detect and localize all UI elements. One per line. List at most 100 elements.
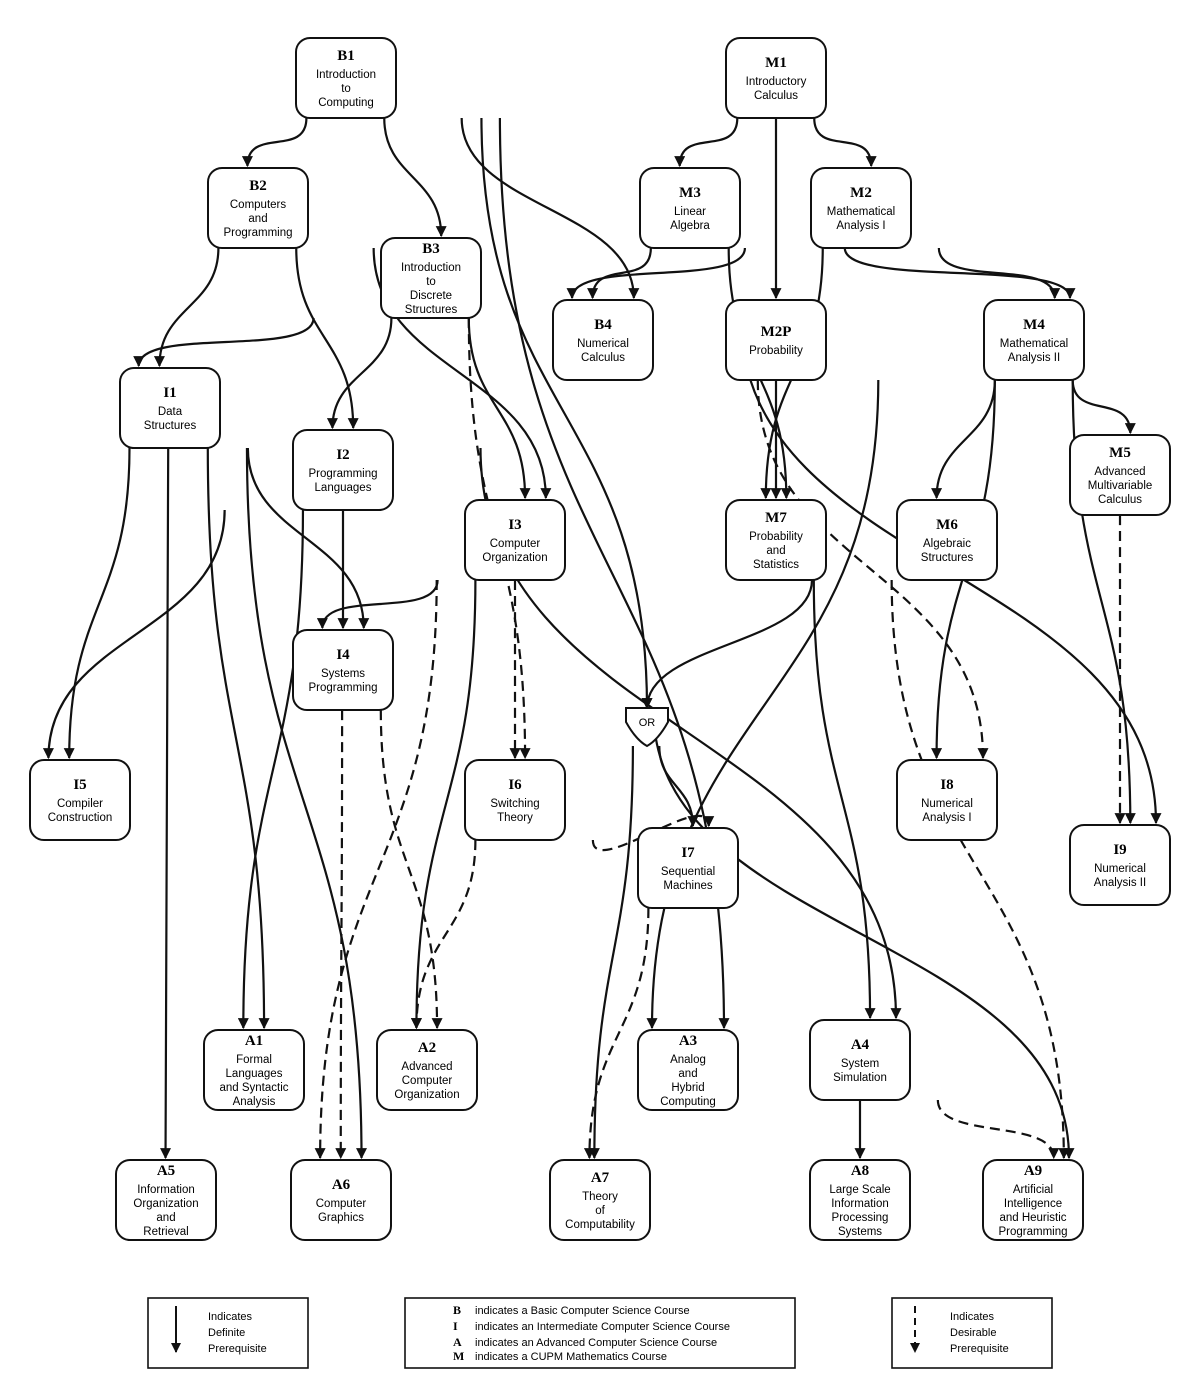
course-title-line: Information (137, 1184, 195, 1196)
course-box-m2p (725, 299, 827, 381)
course-box-i2 (292, 429, 394, 511)
course-title-line: Calculus (1098, 494, 1142, 506)
edge-m3-to-m4 (843, 247, 1076, 300)
edge-m4-to-a3 (646, 379, 880, 1030)
course-title-line: and (766, 545, 785, 557)
course-title-line: Algebra (670, 220, 710, 232)
edge-i6-to-a2 (410, 839, 477, 1030)
course-code-m2: M2 (850, 185, 872, 201)
course-title-line: Programming (223, 227, 292, 239)
course-box-m1 (725, 37, 827, 119)
course-title-line: and Heuristic (999, 1212, 1066, 1224)
course-title-line: Systems (838, 1226, 882, 1238)
course-title-line: Structures (144, 420, 197, 432)
course-title-line: Calculus (754, 90, 798, 102)
course-box-i8 (896, 759, 998, 841)
course-title-line: Analysis II (1094, 877, 1146, 889)
course-title-line: Numerical (1094, 863, 1146, 875)
legend-definite-line-1: Indicates (208, 1311, 253, 1323)
edge-a4-to-a9 (936, 1099, 1060, 1160)
course-title-line: Formal (236, 1054, 272, 1066)
course-box-i1 (119, 367, 221, 449)
edge-m4-to-m5 (1071, 379, 1136, 435)
legend-definite-box (147, 1297, 309, 1369)
course-box-i5 (29, 759, 131, 841)
course-title-line: Computing (660, 1096, 716, 1108)
course-code-i5: I5 (73, 777, 86, 793)
edge-b3-to-i3 (467, 317, 531, 500)
course-title-line: Mathematical (827, 206, 895, 218)
course-code-a8: A8 (851, 1163, 869, 1179)
course-title-line: Theory (497, 812, 533, 824)
edge-or-to-i7 (658, 745, 699, 828)
course-title-line: Statistics (753, 559, 799, 571)
edge-m2-to-b4 (566, 247, 746, 300)
edge-b1-to-b3 (383, 117, 447, 238)
course-title-line: Programming (998, 1226, 1067, 1238)
course-box-i3 (464, 499, 566, 581)
course-code-m1: M1 (765, 55, 787, 71)
course-code-i7: I7 (681, 845, 695, 861)
legend-desirable-box (891, 1297, 1053, 1369)
edge-b2-to-i1 (153, 247, 220, 368)
edge-or-to-a7 (588, 745, 634, 1160)
edge-b3-to-i2 (326, 317, 393, 430)
course-title-line: of (595, 1205, 605, 1217)
or-gate-label: OR (639, 717, 656, 729)
edge-i4-to-a6 (335, 709, 347, 1160)
course-code-a6: A6 (332, 1177, 351, 1193)
course-code-a9: A9 (1024, 1163, 1042, 1179)
course-title-line: Introduction (401, 262, 461, 274)
course-box-m5 (1069, 434, 1171, 516)
nodes-layer: B1IntroductiontoComputingB2ComputersandP… (29, 37, 1171, 1241)
course-title-line: Computers (230, 199, 286, 211)
course-box-b2 (207, 167, 309, 249)
edge-i4-to-a2 (379, 709, 443, 1030)
course-box-a2 (376, 1029, 478, 1111)
edges-layer (42, 117, 1162, 1160)
course-title-line: and (248, 213, 267, 225)
course-box-m3 (639, 167, 741, 249)
course-title-line: Computer (316, 1198, 367, 1210)
course-code-a2: A2 (418, 1040, 436, 1056)
course-box-i9 (1069, 824, 1171, 906)
edge-b1-to-b2 (241, 117, 308, 168)
course-title-line: Languages (315, 482, 372, 494)
course-title-line: System (841, 1058, 879, 1070)
course-title-line: Intelligence (1004, 1198, 1062, 1210)
course-code-b1: B1 (337, 48, 355, 64)
legend-definite-line-2: Definite (208, 1327, 245, 1339)
edge-i3-to-i4 (316, 579, 439, 630)
course-title-line: Systems (321, 668, 365, 680)
course-title-line: Probability (749, 531, 803, 543)
course-title-line: Algebraic (923, 538, 971, 550)
course-title-line: Programming (308, 682, 377, 694)
course-title-line: Introduction (316, 69, 376, 81)
course-code-a4: A4 (851, 1037, 870, 1053)
course-title-line: Computability (565, 1219, 635, 1231)
course-title-line: Linear (674, 206, 706, 218)
edge-m1-to-m2 (813, 117, 877, 168)
course-title-line: Calculus (581, 352, 625, 364)
course-title-line: Advanced (1094, 466, 1145, 478)
course-title-line: Numerical (577, 338, 629, 350)
course-title-line: Introductory (746, 76, 807, 88)
course-title-line: to (341, 83, 351, 95)
course-title-line: Organization (133, 1198, 198, 1210)
course-box-m7 (725, 499, 827, 581)
edge-b1-to-b4 (460, 117, 640, 300)
course-code-m5: M5 (1109, 445, 1131, 461)
course-title-line: Artificial (1013, 1184, 1053, 1196)
course-title-line: Data (158, 406, 183, 418)
course-code-b3: B3 (422, 241, 440, 257)
legend-category-a: indicates an Advanced Computer Science C… (475, 1337, 717, 1349)
